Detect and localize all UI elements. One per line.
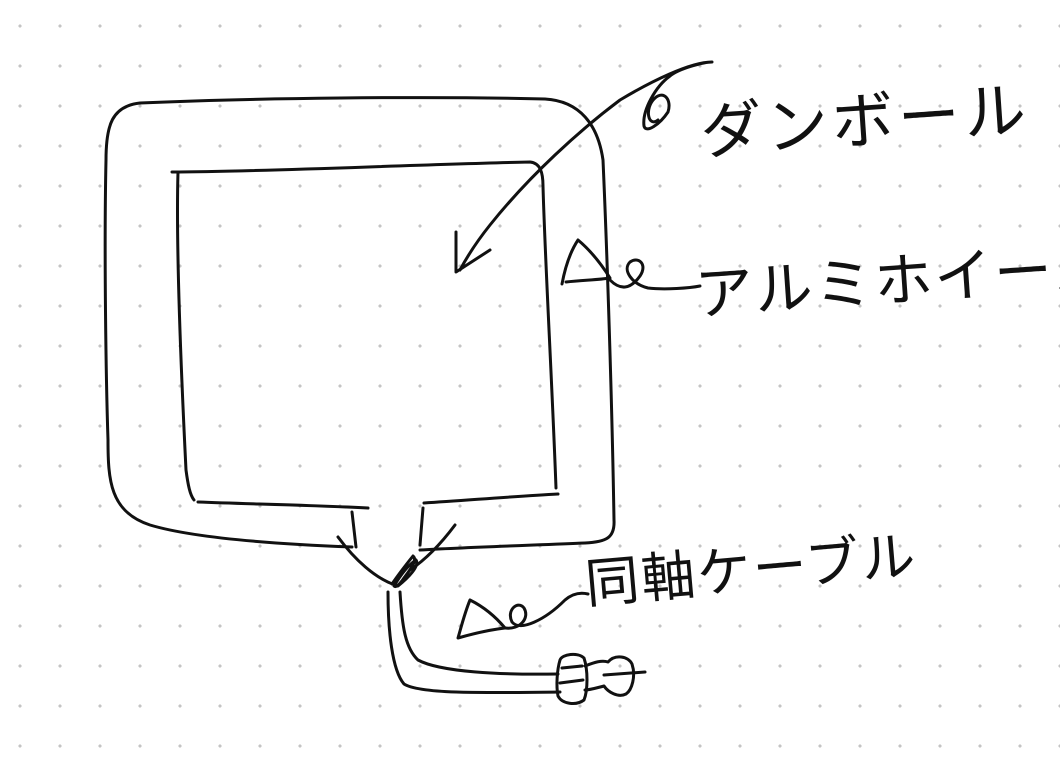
inner-frame xyxy=(175,170,196,502)
coax-cable-line xyxy=(386,590,562,695)
foil-arrow xyxy=(560,238,612,286)
connector xyxy=(555,652,589,705)
left-lead xyxy=(350,510,358,549)
connection-knot xyxy=(390,554,419,588)
left-wire xyxy=(336,535,397,587)
coax-arrow-tail xyxy=(503,591,590,630)
inner-frame-top xyxy=(170,160,558,490)
coax-cable-line-inner xyxy=(398,590,560,676)
connector-body xyxy=(583,655,636,697)
connector-line xyxy=(558,664,647,685)
cardboard-arrow-head xyxy=(454,230,492,274)
right-lead xyxy=(418,506,425,547)
inner-frame-bottom-right xyxy=(422,492,560,505)
inner-frame-bottom-left xyxy=(196,500,370,510)
coax-arrow xyxy=(456,598,507,640)
cardboard-arrow xyxy=(458,60,714,272)
outer-frame xyxy=(103,96,616,552)
foil-arrow-tail xyxy=(608,258,702,291)
